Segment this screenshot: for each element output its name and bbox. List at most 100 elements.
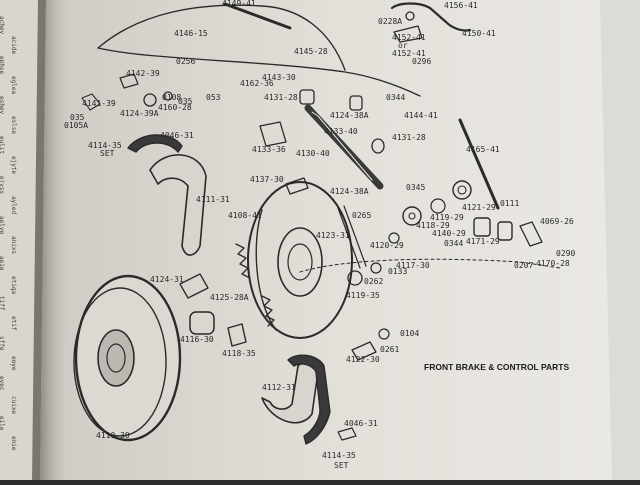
part-label: 4150-41 <box>462 29 496 38</box>
part-label: 4121-29 <box>462 203 496 212</box>
part-label: 4120-29 <box>370 241 404 250</box>
washer-medium <box>430 198 446 214</box>
part-label: SET <box>100 149 115 158</box>
cap-part-2 <box>497 221 513 241</box>
washer-large <box>452 180 472 200</box>
adjuster-screw <box>179 273 209 299</box>
part-label: 4124-31 <box>150 275 184 284</box>
left-page-fragment: cuixe <box>10 396 17 415</box>
part-label: 4111-31 <box>196 195 230 204</box>
left-page-fragment: tiff <box>0 296 5 311</box>
left-page-fragment: aeie <box>0 256 5 271</box>
lever-bracket <box>393 25 423 43</box>
part-label: 4146-15 <box>174 29 208 38</box>
left-page-fragment: eyec <box>0 376 5 391</box>
part-label: 4124-38A <box>330 111 369 120</box>
part-label: 4046-31 <box>160 131 194 140</box>
washer-small <box>378 328 390 340</box>
part-label: SET <box>334 461 349 470</box>
part-label: 4144-41 <box>404 111 438 120</box>
part-label: 4124-38A <box>330 187 369 196</box>
part-label: 4140-29 <box>432 229 466 238</box>
washer-part <box>163 91 173 101</box>
leader-dashed <box>299 258 561 273</box>
left-page-fragment: ejyss <box>0 176 5 195</box>
part-label: 0345 <box>406 183 426 192</box>
clevis-part <box>143 93 157 107</box>
washer-large-hole <box>457 185 467 195</box>
part-label: 4171-29 <box>466 237 500 246</box>
part-label: 4149-41 <box>222 0 256 8</box>
part-label: 4170-28 <box>536 259 570 268</box>
part-label: or <box>398 41 408 50</box>
part-label: 4114-35 <box>88 141 122 150</box>
page-edge <box>600 0 640 480</box>
lever-pivot <box>405 11 415 21</box>
part-label: 4118-29 <box>416 221 450 230</box>
part-label: 4112-31 <box>262 383 296 392</box>
part-label: 0262 <box>364 277 384 286</box>
part-label: 4119-35 <box>346 291 380 300</box>
pin-part <box>388 232 400 244</box>
nut-part <box>349 95 363 111</box>
cable-rod-top <box>223 2 292 30</box>
part-label: 4123-31 <box>316 231 350 240</box>
backing-plate-hub <box>277 227 323 297</box>
adjuster-nut <box>370 262 382 274</box>
left-page-fragment: acide <box>10 36 17 55</box>
part-label: 4156-41 <box>444 1 478 10</box>
link-strut <box>337 207 361 269</box>
cap-part <box>473 217 491 237</box>
part-label: 4142-39 <box>126 69 160 78</box>
rod-part <box>458 118 500 210</box>
left-page-fragment: ayled <box>10 196 17 215</box>
part-label: 4137-30 <box>250 175 284 184</box>
part-label: 0344 <box>386 93 406 102</box>
part-label: 4125-28A <box>210 293 249 302</box>
part-label: 4130-40 <box>296 149 330 158</box>
bolt-part <box>227 323 247 347</box>
link-strut-2 <box>343 205 367 267</box>
part-label: 4069-26 <box>540 217 574 226</box>
part-label: 4117-30 <box>396 261 430 270</box>
part-label: 4145-28 <box>294 47 328 56</box>
cam-center <box>408 212 416 220</box>
brake-drum-inner <box>73 287 167 437</box>
part-label: 0207 <box>514 261 534 270</box>
part-label: 0104 <box>400 329 420 338</box>
main-page-gutter <box>40 0 70 480</box>
left-page-fragment: achey <box>0 16 5 35</box>
part-label: 0344 <box>444 239 464 248</box>
part-label: 4133-40 <box>324 127 358 136</box>
part-label: 0133 <box>388 267 408 276</box>
return-spring-lower <box>261 295 275 327</box>
part-label: 4110-30 <box>96 431 130 440</box>
retainer-part <box>337 427 357 441</box>
part-label: 4152-41 <box>392 33 426 42</box>
page-gutter-shadow <box>32 0 48 480</box>
lever-arm-highlight <box>311 111 373 181</box>
left-page-fragment: ephse <box>0 56 5 75</box>
part-label: 0108 <box>162 93 182 102</box>
part-label: 4116-30 <box>180 335 214 344</box>
left-page-fragment: etiqa <box>10 276 17 295</box>
pivot-bolt <box>259 121 287 147</box>
left-page-fragment: sffe <box>0 336 5 351</box>
cylinder-part <box>189 311 215 335</box>
part-label: 0111 <box>500 199 520 208</box>
left-page-fragment: eglea <box>10 76 17 95</box>
left-page-fragment: ejyte <box>10 156 17 175</box>
brake-drum-hub <box>97 329 135 387</box>
left-page-fragment: eulit <box>0 136 5 155</box>
diagram-title: FRONT BRAKE & CONTROL PARTS <box>424 362 570 372</box>
spacer-part <box>371 138 385 154</box>
bracket-part <box>81 93 101 111</box>
backing-plate <box>247 181 353 339</box>
bushing-part <box>299 89 315 105</box>
left-page-fragment: aelyo <box>0 216 5 235</box>
part-label: 0265 <box>352 211 372 220</box>
left-page-fragment: etif <box>10 316 17 331</box>
left-page-fragment: eshey <box>0 96 5 115</box>
